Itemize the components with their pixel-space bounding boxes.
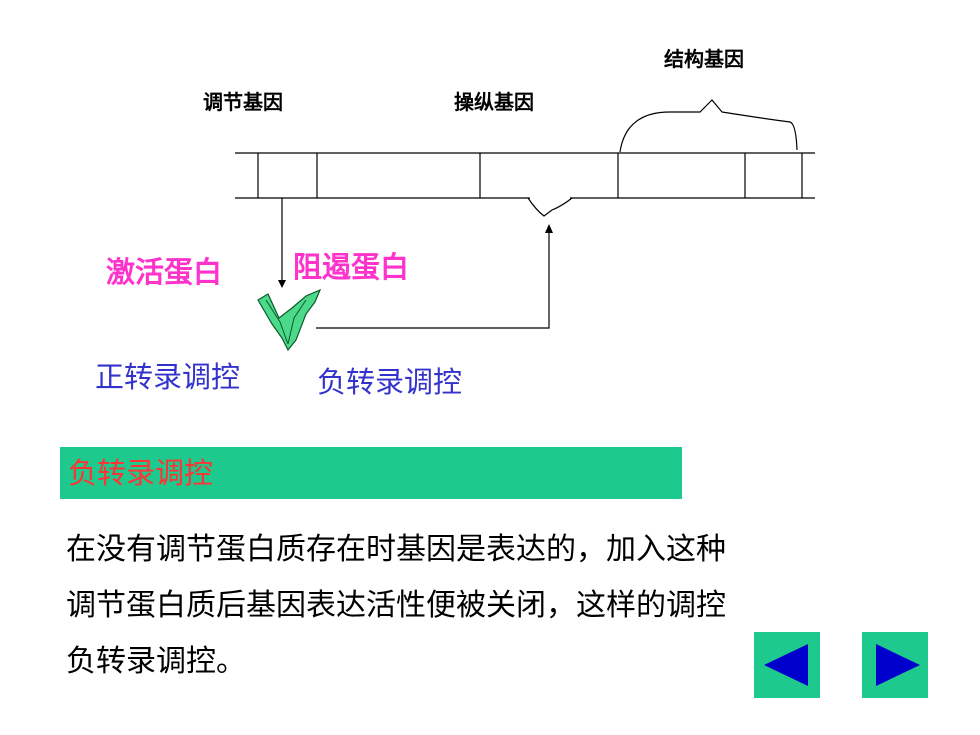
operator-gene-label: 操纵基因 bbox=[454, 90, 534, 114]
paragraph-line: 负转录调控。 bbox=[66, 644, 246, 679]
regulator-down-arrowhead bbox=[278, 280, 286, 288]
triangle-left-icon bbox=[764, 644, 808, 686]
structural-genes-bracket bbox=[619, 99, 798, 153]
regulator-gene-label: 调节基因 bbox=[203, 90, 283, 114]
section-title: 负转录调控 bbox=[68, 456, 214, 490]
operator-up-arrowhead bbox=[545, 224, 553, 233]
paragraph-line: 在没有调节蛋白质存在时基因是表达的，加入这种 bbox=[66, 532, 726, 567]
operator-binding-notch bbox=[527, 197, 573, 217]
regulatory-protein-icon bbox=[257, 288, 322, 352]
section-title-bar: 负转录调控 bbox=[60, 447, 682, 499]
negative-regulation-label: 负转录调控 bbox=[317, 365, 462, 399]
repressor-feedback-path bbox=[316, 232, 550, 329]
positive-regulation-label: 正转录调控 bbox=[95, 360, 240, 394]
previous-slide-button[interactable] bbox=[754, 632, 820, 698]
next-slide-button[interactable] bbox=[862, 632, 928, 698]
paragraph-line: 调节蛋白质后基因表达活性便被关闭，这样的调控 bbox=[66, 588, 726, 623]
explanation-paragraph: 在没有调节蛋白质存在时基因是表达的，加入这种 调节蛋白质后基因表达活性便被关闭，… bbox=[66, 522, 926, 690]
triangle-right-icon bbox=[876, 644, 920, 686]
structural-genes-label: 结构基因 bbox=[664, 47, 744, 71]
repressor-protein-label: 阻遏蛋白 bbox=[293, 250, 409, 284]
activator-protein-label: 激活蛋白 bbox=[106, 255, 222, 289]
